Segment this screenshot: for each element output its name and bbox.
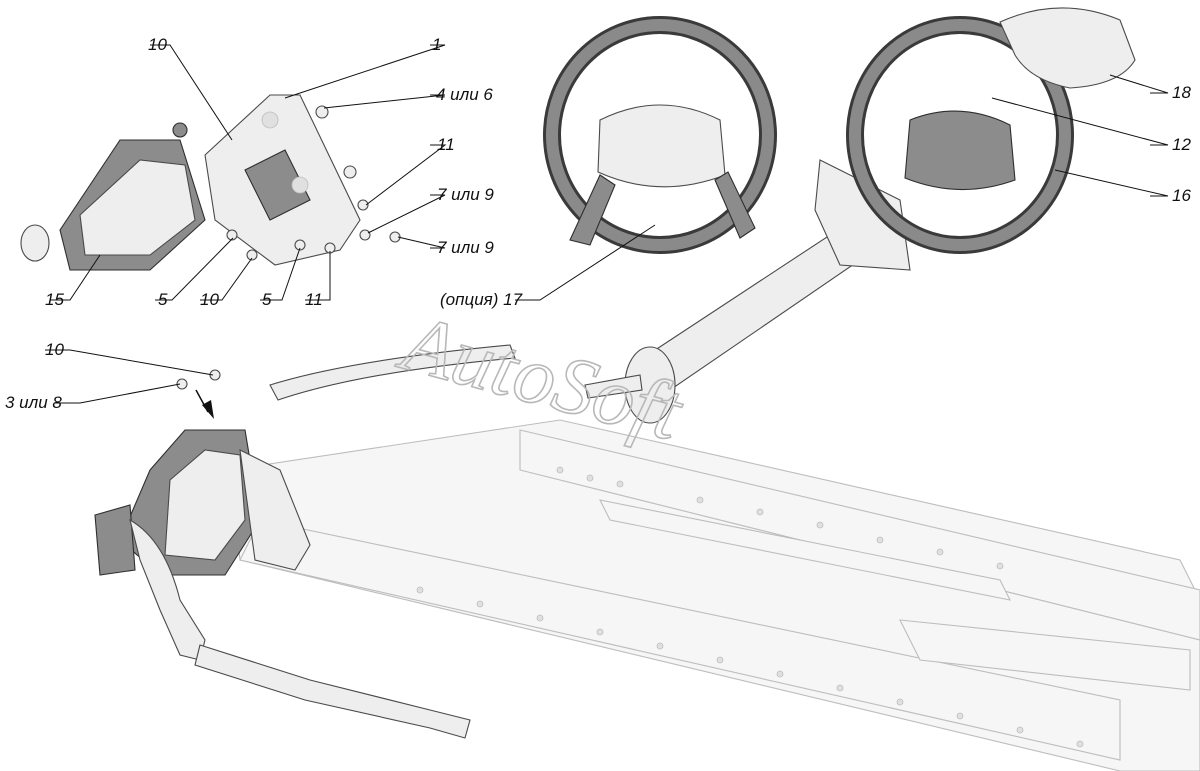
callout-11: 11 [305,290,323,309]
vehicle-frame [229,419,1200,771]
callout-4-or-6: 4 или 6 [436,85,493,104]
callout-5: 5 [262,290,272,309]
callout-15: 15 [45,290,64,309]
callout-17-option: (опция) 17 [440,290,523,309]
steering-wheel-16 [846,16,1074,254]
callout-10: 10 [148,35,167,54]
callout-5: 5 [158,290,168,309]
assembly-arrow [195,389,214,419]
steering-gear-15 [20,122,206,271]
steering-shaft [269,159,911,424]
steering-wheel-17 [543,16,777,254]
callout-labels: 10 1 4 или 6 11 7 или 9 7 или 9 15 5 10 … [5,35,1191,412]
callout-16: 16 [1172,186,1191,205]
callout-1: 1 [432,35,441,54]
callout-7-or-9: 7 или 9 [437,185,494,204]
callout-11: 11 [437,135,455,154]
bracket-1 [204,94,361,266]
callout-7-or-9: 7 или 9 [437,238,494,257]
bolts [176,105,401,390]
leader-lines [45,44,1169,404]
callout-10: 10 [45,340,64,359]
callout-12: 12 [1172,135,1191,154]
callout-10: 10 [200,290,219,309]
callout-3-or-8: 3 или 8 [5,393,62,412]
steering-gear-installed [94,429,471,739]
callout-18: 18 [1172,83,1191,102]
airbag-cover-18 [999,7,1136,89]
